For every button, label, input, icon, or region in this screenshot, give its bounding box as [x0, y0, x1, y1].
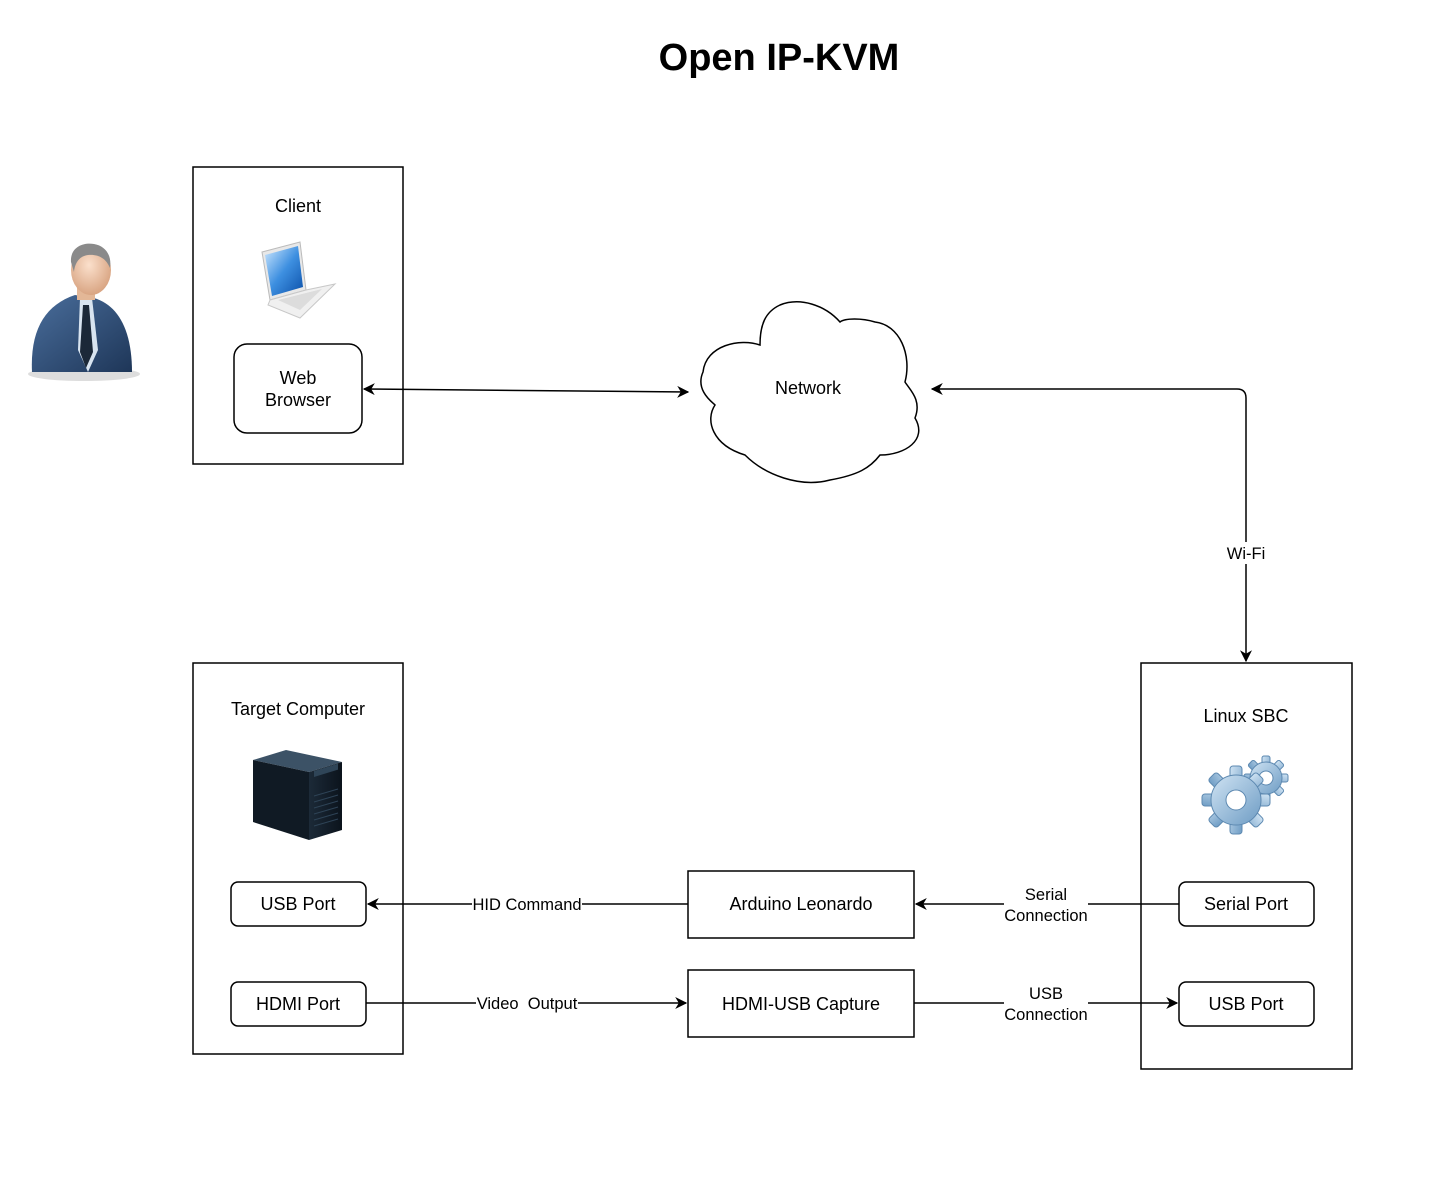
client-title: Client — [275, 196, 321, 216]
target-hdmi-port-label: HDMI Port — [256, 994, 340, 1014]
video-output-label: Video Output — [477, 995, 578, 1013]
network-label: Network — [775, 378, 842, 398]
client-container — [192, 166, 404, 465]
gears-icon — [1201, 755, 1289, 835]
sbc-serial-port-label: Serial Port — [1204, 894, 1288, 914]
web-browser-label-line2: Browser — [265, 390, 331, 410]
target-computer-title: Target Computer — [231, 699, 365, 719]
target-usb-port-label: USB Port — [260, 894, 335, 914]
server-tower-icon — [253, 750, 342, 840]
user-icon — [28, 243, 140, 381]
network-cloud — [700, 301, 920, 484]
web-browser-node — [233, 343, 363, 434]
serial-connection-label-line1: Serial — [1025, 886, 1067, 904]
arduino-leonardo-node — [687, 870, 915, 939]
target-usb-port — [230, 881, 367, 927]
diagram-title: Open IP-KVM — [659, 37, 900, 79]
usb-connection-label-line2: Connection — [1004, 1006, 1087, 1024]
wifi-edge — [930, 383, 1252, 663]
web-browser-label-line1: Web — [280, 368, 317, 388]
hid-command-label: HID Command — [472, 896, 581, 914]
sbc-usb-port — [1178, 981, 1315, 1027]
laptop-icon — [261, 241, 337, 319]
browser-network-edge — [362, 383, 690, 398]
arduino-leonardo-label: Arduino Leonardo — [729, 894, 872, 914]
usb-connection-label-line1: USB — [1029, 985, 1063, 1003]
linux-sbc-title: Linux SBC — [1203, 706, 1288, 726]
hdmi-usb-capture-node — [687, 969, 915, 1038]
hdmi-usb-capture-label: HDMI-USB Capture — [722, 994, 880, 1014]
linux-sbc-container — [1140, 662, 1353, 1070]
wifi-edge-label: Wi-Fi — [1227, 545, 1265, 563]
target-hdmi-port — [230, 981, 367, 1027]
serial-connection-label-line2: Connection — [1004, 907, 1087, 925]
sbc-usb-port-label: USB Port — [1208, 994, 1283, 1014]
target-computer-container — [192, 662, 404, 1055]
